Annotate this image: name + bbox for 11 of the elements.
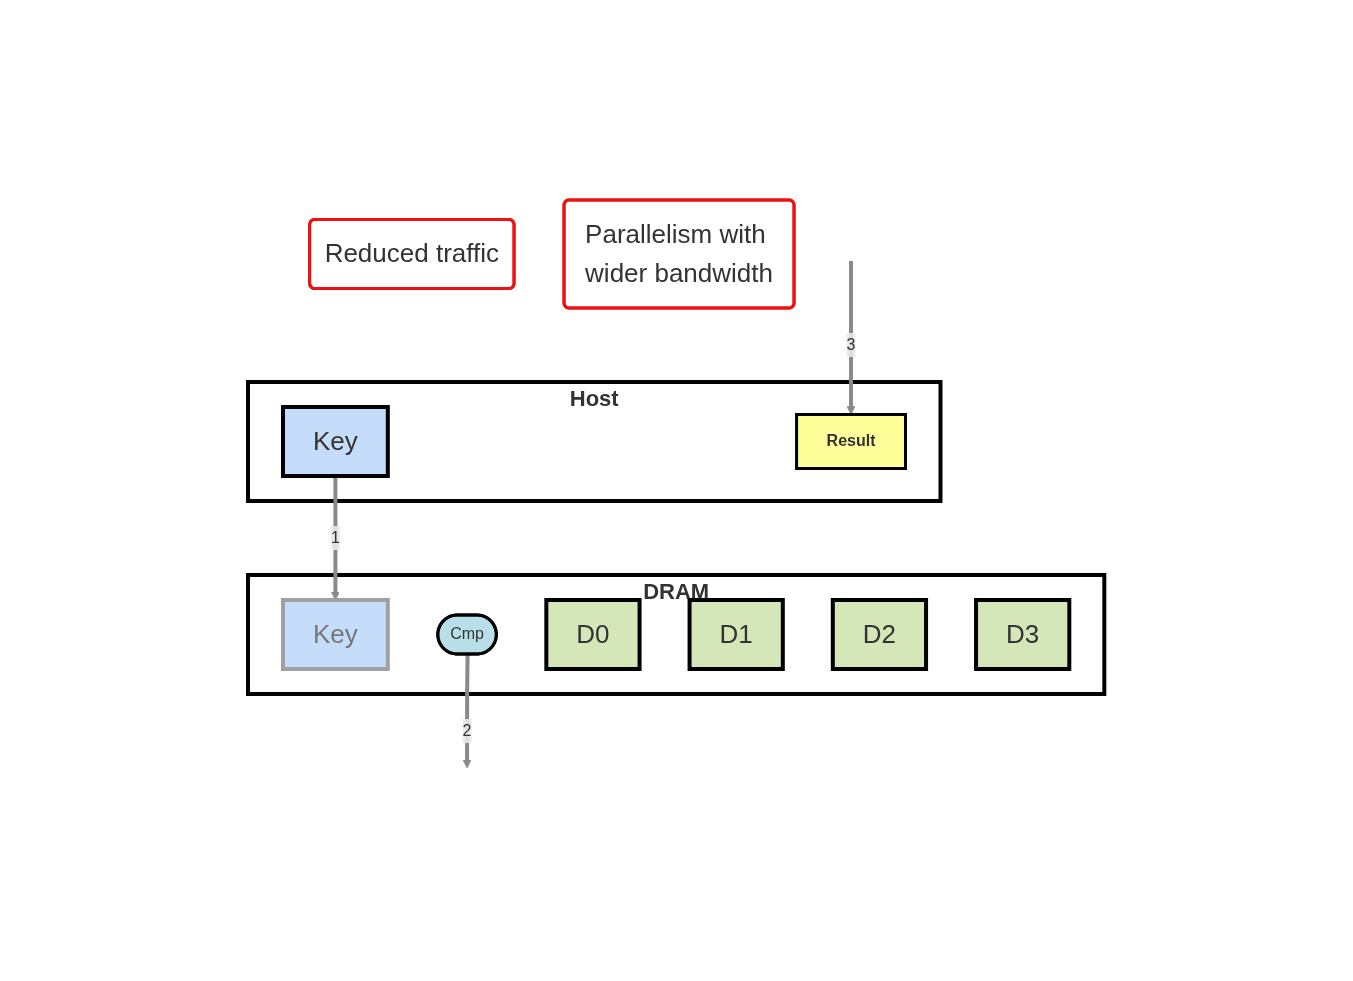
node-box: Result (795, 412, 908, 470)
node-box: D3 (974, 597, 1072, 671)
arrow (331, 475, 341, 600)
arrow (463, 653, 472, 768)
edge-label: 1 (331, 528, 341, 546)
edge-label: 2 (462, 721, 472, 739)
node-box: Key (281, 404, 391, 478)
node-box: D0 (544, 597, 642, 671)
node-box: Key (281, 597, 391, 671)
edge-label: 3 (846, 335, 856, 353)
node-box: D2 (831, 597, 929, 671)
